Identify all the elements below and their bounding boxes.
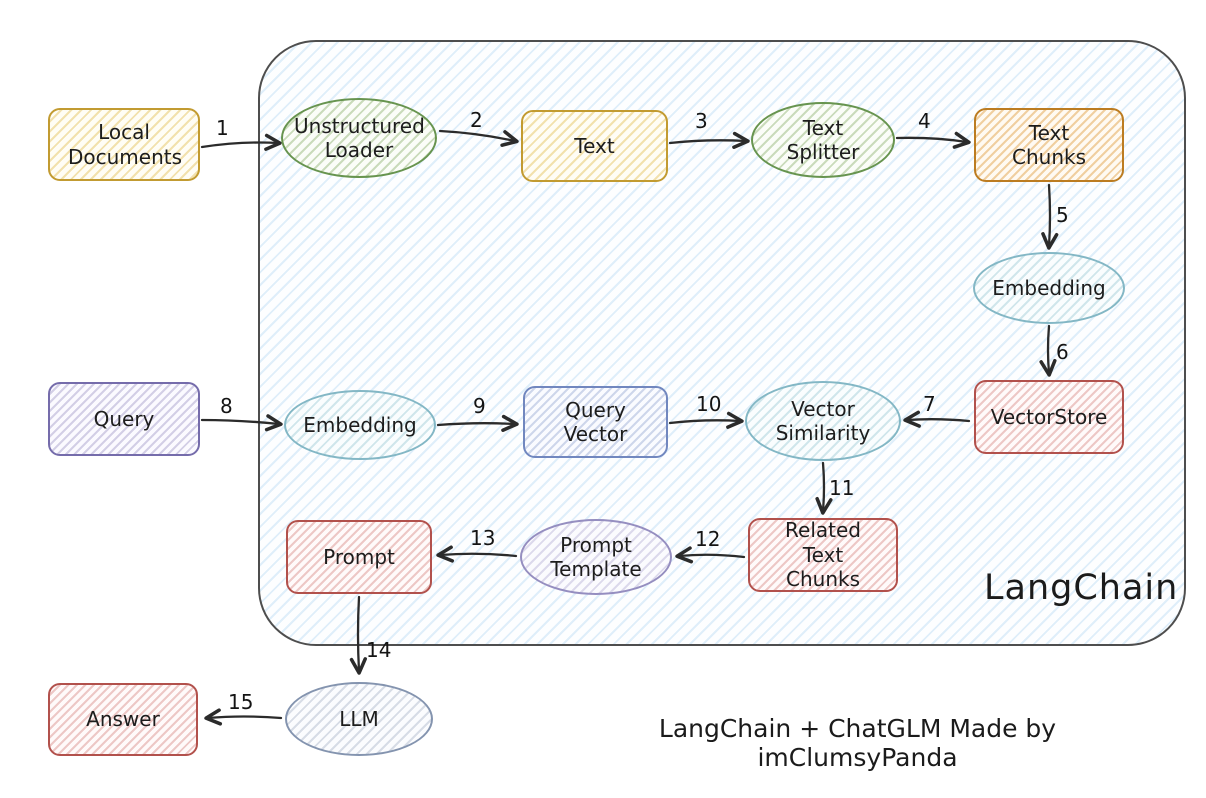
arrow-10 bbox=[668, 411, 744, 429]
arrow-11 bbox=[815, 461, 833, 515]
credit-caption: LangChain + ChatGLM Made by imClumsyPand… bbox=[658, 714, 1057, 772]
edge-label-14: 14 bbox=[366, 638, 392, 662]
arrow-8 bbox=[200, 414, 283, 432]
arrow-12 bbox=[675, 546, 746, 564]
node-prompt: Prompt bbox=[286, 520, 432, 594]
arrow-13 bbox=[436, 545, 518, 563]
node-query-label: Query bbox=[93, 406, 155, 431]
node-unstructured-loader-label: Unstructured Loader bbox=[294, 113, 425, 162]
node-text-chunks: Text Chunks bbox=[974, 108, 1124, 182]
node-local-documents-label: Local Documents bbox=[68, 120, 183, 169]
node-answer-label: Answer bbox=[86, 707, 160, 732]
node-prompt-template: Prompt Template bbox=[520, 519, 672, 595]
arrow-7 bbox=[903, 410, 971, 428]
edge-label-7: 7 bbox=[923, 392, 936, 416]
edge-label-6: 6 bbox=[1056, 340, 1069, 364]
node-local-documents: Local Documents bbox=[48, 108, 200, 181]
arrow-9 bbox=[436, 414, 519, 432]
node-llm-label: LLM bbox=[339, 706, 379, 731]
node-related-text-chunks: Related Text Chunks bbox=[748, 518, 898, 592]
node-text-label: Text bbox=[574, 133, 615, 158]
edge-label-13: 13 bbox=[470, 526, 496, 550]
edge-label-1: 1 bbox=[216, 116, 229, 140]
arrow-6 bbox=[1039, 324, 1057, 377]
edge-label-8: 8 bbox=[220, 394, 233, 418]
node-embedding-query-label: Embedding bbox=[303, 412, 417, 437]
node-text-splitter-label: Text Splitter bbox=[786, 115, 860, 164]
node-vectorstore: VectorStore bbox=[974, 380, 1124, 454]
edge-label-11: 11 bbox=[829, 476, 855, 500]
langchain-label: LangChain bbox=[984, 568, 1179, 608]
node-embedding-query: Embedding bbox=[284, 390, 436, 460]
node-text-chunks-label: Text Chunks bbox=[1012, 120, 1086, 169]
node-prompt-template-label: Prompt Template bbox=[550, 532, 642, 581]
node-related-text-chunks-label: Related Text Chunks bbox=[785, 518, 861, 592]
arrow-14 bbox=[349, 595, 367, 675]
edge-label-3: 3 bbox=[695, 109, 708, 133]
node-query-vector: Query Vector bbox=[523, 386, 668, 458]
node-llm: LLM bbox=[285, 682, 433, 756]
arrow-4 bbox=[895, 131, 971, 149]
node-prompt-label: Prompt bbox=[323, 544, 395, 569]
arrow-5 bbox=[1041, 183, 1059, 250]
node-embedding-docs-label: Embedding bbox=[992, 275, 1106, 300]
edge-label-9: 9 bbox=[473, 394, 486, 418]
node-vectorstore-label: VectorStore bbox=[990, 404, 1108, 429]
arrow-15 bbox=[204, 708, 283, 726]
node-query: Query bbox=[48, 382, 200, 456]
node-text: Text bbox=[521, 110, 668, 182]
arrow-1 bbox=[200, 133, 282, 151]
node-vector-similarity: Vector Similarity bbox=[745, 381, 901, 461]
edge-label-10: 10 bbox=[696, 392, 722, 416]
node-answer: Answer bbox=[48, 683, 198, 756]
edge-label-2: 2 bbox=[470, 108, 483, 132]
arrow-2 bbox=[438, 129, 519, 147]
edge-label-5: 5 bbox=[1056, 203, 1069, 227]
node-text-splitter: Text Splitter bbox=[751, 102, 895, 178]
node-embedding-docs: Embedding bbox=[973, 252, 1125, 324]
edge-label-15: 15 bbox=[228, 690, 254, 714]
edge-label-12: 12 bbox=[695, 527, 721, 551]
node-query-vector-label: Query Vector bbox=[563, 397, 628, 446]
arrow-3 bbox=[668, 131, 750, 149]
node-unstructured-loader: Unstructured Loader bbox=[281, 98, 437, 178]
edge-label-4: 4 bbox=[918, 109, 931, 133]
node-vector-similarity-label: Vector Similarity bbox=[775, 396, 871, 445]
